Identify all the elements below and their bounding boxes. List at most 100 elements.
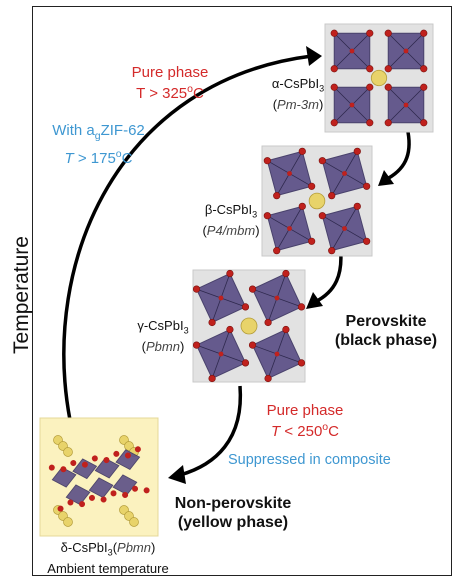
iodine-atom xyxy=(103,457,110,464)
iodine-atom xyxy=(308,182,316,190)
iodine-atom xyxy=(226,325,234,334)
iodine-atom xyxy=(263,157,271,165)
iodine-atom xyxy=(88,494,95,501)
alpha-phase-crystal xyxy=(324,23,434,133)
delta-phase-crystal xyxy=(39,417,159,537)
iodine-atom xyxy=(384,119,392,127)
cooling-composite-condition: Suppressed in composite xyxy=(228,452,391,468)
iodine-atom xyxy=(403,102,409,108)
iodine-atom xyxy=(353,147,361,155)
non-perovskite-region-label: Non-perovskite(yellow phase) xyxy=(174,495,292,531)
iodine-atom xyxy=(363,237,371,245)
cesium-atom xyxy=(63,447,73,457)
iodine-atom xyxy=(287,171,292,176)
pbi6-octahedron xyxy=(51,466,77,488)
iodine-atom xyxy=(366,119,374,127)
iodine-atom xyxy=(248,285,257,293)
iodine-atom xyxy=(298,202,306,210)
iodine-atom xyxy=(342,171,347,176)
iodine-atom xyxy=(226,269,234,278)
iodine-atom xyxy=(60,466,67,473)
iodine-atom xyxy=(264,318,272,327)
cooling-pure-condition: Pure phase T < 250oC xyxy=(266,402,344,440)
iodine-atom xyxy=(274,295,280,301)
iodine-atom xyxy=(132,485,139,492)
iodine-atom xyxy=(122,491,129,498)
iodine-atom xyxy=(263,212,271,220)
iodine-atom xyxy=(298,147,306,155)
iodine-atom xyxy=(248,341,257,349)
iodine-atom xyxy=(308,237,316,245)
pbi6-octahedron xyxy=(88,477,114,499)
iodine-atom xyxy=(57,505,64,512)
iodine-atom xyxy=(384,83,392,91)
pbi6-octahedron xyxy=(65,484,91,506)
iodine-atom xyxy=(273,247,281,255)
iodine-atom xyxy=(318,157,326,165)
heating-arrow xyxy=(62,54,313,421)
delta-phase-label: δ-CsPbI3(Pbmn) Ambient temperature xyxy=(47,540,169,576)
iodine-atom xyxy=(420,83,428,91)
iodine-atom xyxy=(330,119,338,127)
heating-pure-condition: Pure phase T > 325oC xyxy=(131,64,209,102)
cesium-atom xyxy=(240,317,258,335)
iodine-atom xyxy=(282,269,290,278)
cooling-arrow-gamma-delta xyxy=(179,385,243,477)
cooling-arrow-alpha-beta-head xyxy=(378,170,394,186)
iodine-atom xyxy=(366,83,374,91)
alpha-phase-label: α-CsPbI3 (Pm-3m) xyxy=(271,76,325,112)
iodine-atom xyxy=(134,446,141,453)
iodine-atom xyxy=(143,487,150,494)
iodine-atom xyxy=(403,48,409,54)
iodine-atom xyxy=(353,202,361,210)
cooling-arrow-alpha-beta xyxy=(384,131,411,182)
iodine-atom xyxy=(349,48,355,54)
iodine-atom xyxy=(79,501,86,508)
iodine-atom xyxy=(384,65,392,73)
iodine-atom xyxy=(48,464,55,471)
iodine-atom xyxy=(208,374,216,383)
pbi6-octahedron xyxy=(94,457,120,479)
diagram-frame xyxy=(32,6,452,576)
iodine-atom xyxy=(349,102,355,108)
iodine-atom xyxy=(192,285,201,293)
iodine-atom xyxy=(241,359,250,367)
iodine-atom xyxy=(282,325,290,334)
iodine-atom xyxy=(67,499,74,506)
iodine-atom xyxy=(420,29,428,37)
iodine-atom xyxy=(208,318,216,327)
iodine-atom xyxy=(110,490,117,497)
iodine-atom xyxy=(330,83,338,91)
iodine-atom xyxy=(297,359,306,367)
gamma-phase-crystal xyxy=(192,269,306,383)
iodine-atom xyxy=(113,450,120,457)
cesium-atom xyxy=(129,517,139,527)
cesium-atom xyxy=(63,517,73,527)
iodine-atom xyxy=(241,303,250,311)
pbi-octahedra-chain xyxy=(48,446,150,512)
iodine-atom xyxy=(420,65,428,73)
iodine-atom xyxy=(328,192,336,200)
iodine-atom xyxy=(124,452,131,459)
cesium-atom xyxy=(370,69,388,87)
iodine-atom xyxy=(328,247,336,255)
iodine-atom xyxy=(297,303,306,311)
iodine-atom xyxy=(330,29,338,37)
beta-phase-crystal xyxy=(261,145,373,257)
iodine-atom xyxy=(218,295,224,301)
heating-arrow-head xyxy=(306,46,322,66)
iodine-atom xyxy=(363,182,371,190)
iodine-atom xyxy=(330,65,338,73)
gamma-phase-label: γ-CsPbI3 (Pbmn) xyxy=(137,318,189,354)
iodine-atom xyxy=(91,455,98,462)
iodine-atom xyxy=(81,461,88,468)
perovskite-region-label: Perovskite(black phase) xyxy=(334,313,438,349)
heating-composite-condition: With agZIF-62 T > 175oC xyxy=(52,122,145,167)
cesium-atom xyxy=(308,192,326,210)
iodine-atom xyxy=(366,29,374,37)
iodine-atom xyxy=(318,212,326,220)
cooling-arrow-gamma-delta-head xyxy=(168,465,186,484)
iodine-atom xyxy=(366,65,374,73)
iodine-atom xyxy=(100,496,107,503)
